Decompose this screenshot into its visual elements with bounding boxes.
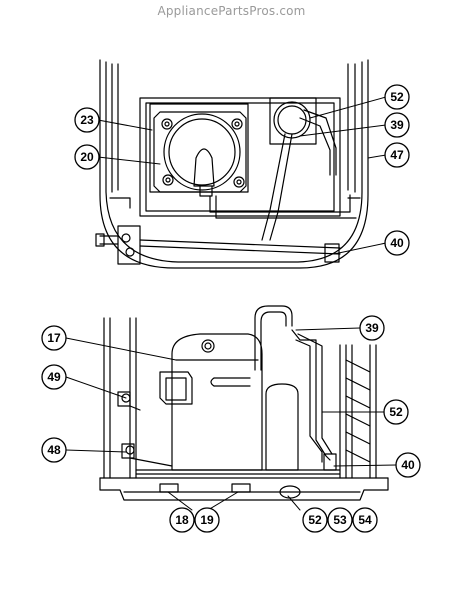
callout-54: 54 <box>352 507 378 533</box>
svg-text:52: 52 <box>389 405 403 419</box>
svg-text:40: 40 <box>390 236 404 250</box>
callout-40-side: 40 <box>395 452 421 478</box>
svg-text:18: 18 <box>175 513 189 527</box>
callout-39-top: 39 <box>384 112 410 138</box>
callout-23: 23 <box>74 107 100 133</box>
callout-52-top: 52 <box>384 84 410 110</box>
svg-text:47: 47 <box>390 148 404 162</box>
svg-text:49: 49 <box>47 370 61 384</box>
svg-text:54: 54 <box>358 513 372 527</box>
top-view-drawing <box>95 59 369 269</box>
watermark: AppliancePartsPros.com <box>157 4 306 18</box>
callout-19: 19 <box>194 507 220 533</box>
svg-text:52: 52 <box>390 90 404 104</box>
callout-52-side: 52 <box>383 399 409 425</box>
callout-20: 20 <box>74 144 100 170</box>
callout-40-top: 40 <box>384 230 410 256</box>
callout-49: 49 <box>41 364 67 390</box>
svg-text:23: 23 <box>80 113 94 127</box>
callouts: 23 20 52 39 47 40 17 49 48 39 52 40 18 1… <box>41 84 421 533</box>
callout-53: 53 <box>327 507 353 533</box>
callout-48: 48 <box>41 437 67 463</box>
svg-text:40: 40 <box>401 458 415 472</box>
side-view-drawing <box>99 305 389 501</box>
callout-39-side: 39 <box>359 315 385 341</box>
callout-47: 47 <box>384 142 410 168</box>
callout-52-bottom: 52 <box>302 507 328 533</box>
svg-text:48: 48 <box>47 443 61 457</box>
callout-18: 18 <box>169 507 195 533</box>
leader-lines <box>65 96 397 511</box>
svg-text:17: 17 <box>47 331 61 345</box>
svg-text:19: 19 <box>200 513 214 527</box>
svg-text:52: 52 <box>308 513 322 527</box>
svg-text:39: 39 <box>390 118 404 132</box>
svg-text:39: 39 <box>365 321 379 335</box>
svg-text:20: 20 <box>80 150 94 164</box>
callout-17: 17 <box>41 325 67 351</box>
svg-text:53: 53 <box>333 513 347 527</box>
